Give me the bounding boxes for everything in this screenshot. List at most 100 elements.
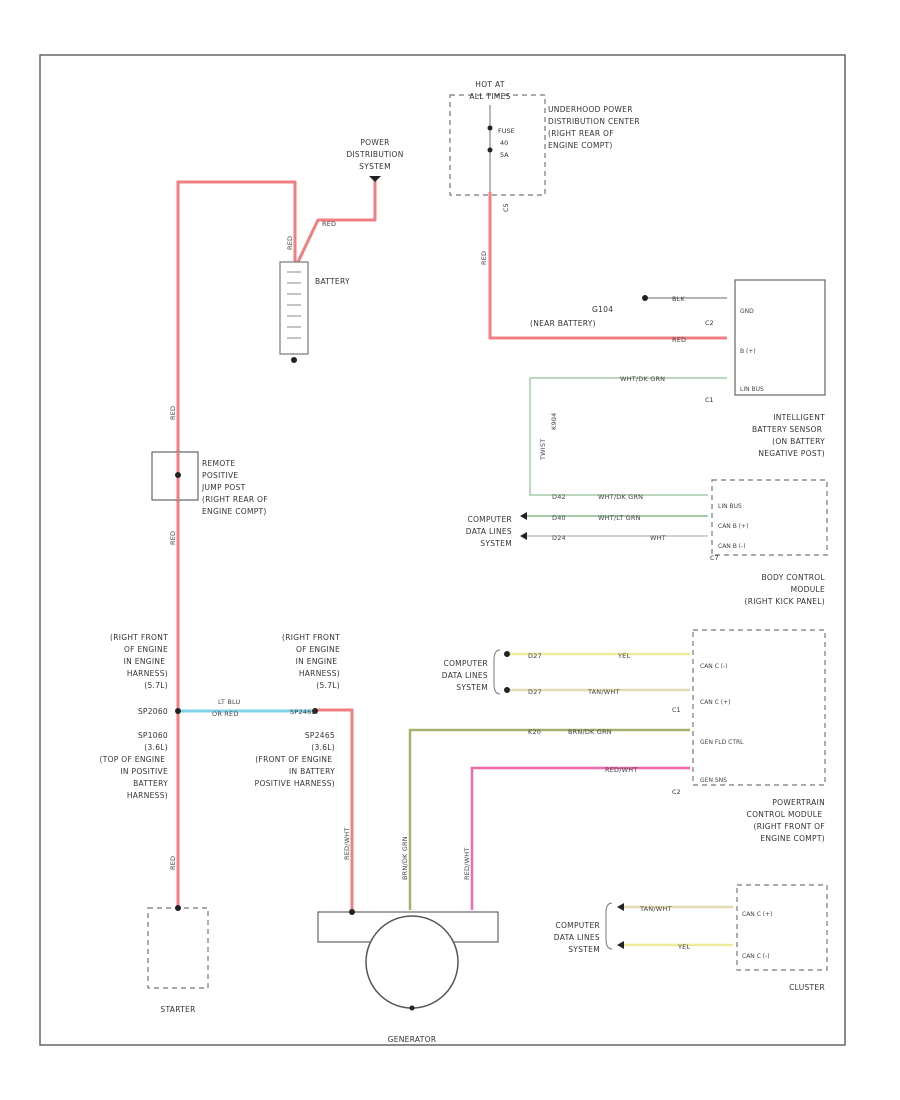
connector-c2-pcm: C2 [672, 788, 681, 796]
cdl-arrow-bcm-1-icon [520, 512, 527, 520]
fuse-amps: 5A [500, 151, 509, 159]
g104-label: G104 [592, 305, 613, 314]
ibs-lin-bus-wire [529, 377, 727, 496]
fuse-label: FUSE [498, 127, 515, 135]
ibs-module-box [734, 279, 826, 396]
wire-label-k20: K20 [528, 728, 541, 736]
battery-to-starter-wire [176, 180, 297, 908]
wire-label-d40: D40 [552, 514, 566, 522]
wire-label-d65: D27 [528, 688, 542, 696]
cdl-point-pcm-2 [504, 687, 510, 693]
cdl-brace-pcm [493, 649, 501, 695]
connector-c1-ibs: C1 [705, 396, 714, 404]
underhood-pdc-box [449, 94, 546, 196]
battery-label: BATTERY [315, 277, 350, 286]
cdl-brace-cluster [605, 902, 613, 950]
bcm-pin-canb-h: CAN B (+) [718, 523, 748, 530]
battery-negative-terminal [291, 357, 297, 363]
wire-label-tan-wht: TAN/WHT [587, 688, 620, 696]
starter-box [147, 907, 209, 989]
jump-post-terminal [175, 472, 181, 478]
wire-label-wht-lt-grn: WHT/LT GRN [598, 514, 641, 522]
generator-symbol [365, 915, 459, 1009]
wire-label-yel-pcm: YEL [617, 652, 630, 660]
wire-label-yel-cluster: YEL [677, 943, 690, 951]
ibs-pin-bplus: B (+) [740, 348, 756, 355]
wire-label-red-pds: RED [322, 220, 336, 228]
cluster-label: CLUSTER [789, 983, 825, 992]
pds-arrow-icon [369, 176, 381, 182]
connector-c2-ibs: C2 [705, 319, 714, 327]
battery-symbol [279, 261, 309, 355]
fuse-terminal-top [487, 125, 493, 131]
wire-label-red-4: RED [286, 236, 294, 250]
splice-to-generator-wire [315, 708, 354, 912]
wire-label-red-2: RED [169, 531, 177, 545]
wire-label-twist: TWIST [539, 439, 547, 461]
bcm-pin-canb-l: CAN B (-) [718, 543, 746, 550]
wire-label-red-pdc: RED [480, 251, 488, 265]
g104-ground-point [642, 295, 648, 301]
wire-label-or-red: OR RED [212, 710, 239, 718]
battery-positive-wires [176, 178, 727, 912]
wire-label-brn-dk-grn-gen: BRN/DK GRN [401, 836, 409, 880]
wire-label-blk: BLK [672, 295, 685, 303]
pcm-pin-gensns: GEN SNS [700, 777, 727, 784]
wire-label-brn-dk-grn: BRN/DK GRN [568, 728, 612, 736]
pcm-pin-canc-l: CAN C (-) [700, 663, 728, 670]
wire-label-red-3: RED [169, 856, 177, 870]
generator-ground [409, 1005, 415, 1011]
fuse-terminal-bottom [487, 147, 493, 153]
wire-label-wht-dk-grn-ibs: WHT/DK GRN [620, 375, 665, 383]
wire-label-d64: D27 [528, 652, 542, 660]
remote-jump-post-box [151, 451, 199, 501]
fuse-number: 40 [500, 139, 508, 147]
battery-to-pds-wire [296, 178, 377, 263]
generator-b-terminal [349, 909, 355, 915]
ibs-pin-linbus: LIN BUS [740, 386, 764, 393]
wire-label-d24: D24 [552, 534, 566, 542]
battery-cells [287, 271, 301, 339]
cdl-point-pcm-1 [504, 651, 510, 657]
pcm-pin-genfld: GEN FLD CTRL [700, 739, 744, 746]
cdl-arrow-cluster-1-icon [617, 903, 624, 911]
splice-sp2060 [175, 708, 181, 714]
clu-pin-canc-l: CAN C (-) [742, 953, 770, 960]
wire-label-d42-bcm: D42 [552, 493, 566, 501]
wire-label-wht-dk-grn-bcm: WHT/DK GRN [598, 493, 643, 501]
sp2060-label: SP2060 [138, 707, 168, 716]
clu-pin-canc-h: CAN C (+) [742, 911, 773, 918]
wire-label-lt-blu: LT BLU [218, 698, 241, 706]
wire-label-red-wht-pcm: RED/WHT [605, 766, 638, 774]
pcm-module-box [692, 629, 826, 786]
generator-label: GENERATOR [388, 1035, 437, 1044]
bcm-pin-linbus: LIN BUS [718, 503, 742, 510]
ibs-pin-gnd: GND [740, 308, 754, 315]
cdl-arrow-cluster-2-icon [617, 941, 624, 949]
starter-label: STARTER [160, 1005, 195, 1014]
g104-location: (NEAR BATTERY) [530, 319, 596, 328]
diagram-frame [39, 54, 846, 1046]
gen-fld-ctrl-wire [408, 728, 690, 910]
cluster-module-box [736, 884, 828, 971]
wire-label-red-wht-gen2: RED/WHT [463, 847, 471, 880]
pcm-pin-canc-h: CAN C (+) [700, 699, 731, 706]
pdc-to-ibs-wire [488, 192, 727, 340]
wire-label-red-ibs: RED [672, 336, 686, 344]
starter-terminal [175, 905, 181, 911]
wire-label-red-wht-gen: RED/WHT [343, 827, 351, 860]
connector-c5-label: C5 [502, 203, 510, 212]
gen-sns-wire [470, 766, 690, 910]
